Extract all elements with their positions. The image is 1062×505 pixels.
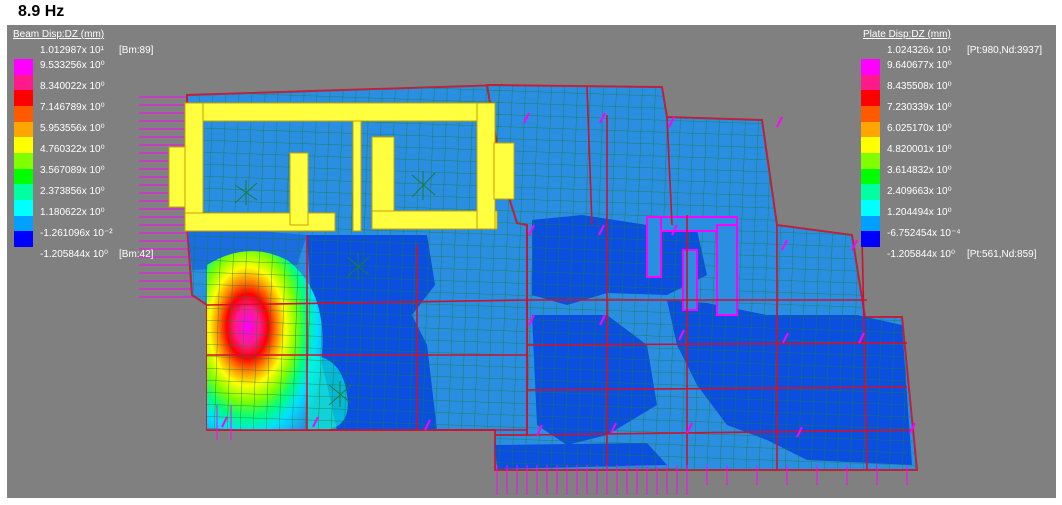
colorbar-swatch [861,184,880,200]
beam-legend-value-0: 1.012987x 10¹ [40,45,104,56]
colorbar-swatch [861,90,880,106]
beam-legend-value-4: 5.953556x 10⁰ [40,123,105,134]
plate-legend-value-7: 2.409663x 10⁰ [887,186,952,197]
plate-legend-value-10: -1.205844x 10⁰ [887,249,955,260]
plate-legend-value-3: 7.230339x 10⁰ [887,102,952,113]
colorbar-swatch [861,199,880,216]
colorbar-swatch [14,105,33,122]
structural-model-plot [139,83,919,495]
support-hatch-left [139,96,207,298]
beam-legend-value-10: -1.205844x 10⁰ [40,249,108,260]
colorbar-swatch [14,184,33,200]
plate-legend-value-9: -6.752454x 10⁻⁴ [887,228,961,239]
support-hatch-bottom [216,405,908,495]
beam-lines [206,86,913,471]
colorbar-swatch [14,168,33,185]
colorbar-swatch [861,105,880,122]
beam-legend-title: Beam Disp:DZ (mm) [13,29,105,40]
colorbar-swatch [14,199,33,216]
frequency-title: 8.9 Hz [18,3,65,20]
colorbar-swatch [14,215,33,232]
colorbar-swatch [861,168,880,185]
beam-legend-value-9: -1.261096x 10⁻² [40,228,113,239]
colorbar-swatch [14,231,33,247]
beam-legend-value-3: 7.146789x 10⁰ [40,102,105,113]
plate-legend-value-0: 1.024326x 10¹ [887,45,951,56]
plate-legend-min-note: [Pt:561,Nd:859] [967,249,1037,260]
beam-legend-value-5: 4.760322x 10⁰ [40,144,105,155]
plate-legend-colorbar [861,59,880,247]
plate-legend-value-1: 9.640677x 10⁰ [887,60,952,71]
colorbar-swatch [14,121,33,138]
beam-legend-value-1: 9.533256x 10⁰ [40,60,105,71]
colorbar-swatch [861,59,880,75]
colorbar-swatch [14,152,33,169]
colorbar-swatch [861,121,880,138]
colorbar-swatch [861,215,880,232]
beam-legend-value-6: 3.567089x 10⁰ [40,165,105,176]
beam-legend-value-2: 8.340022x 10⁰ [40,81,105,92]
beam-legend-colorbar [14,59,33,247]
beam-legend-min-note: [Bm:42] [119,249,154,260]
plate-legend-value-8: 1.204494x 10⁰ [887,207,952,218]
beam-legend-value-7: 2.373856x 10⁰ [40,186,105,197]
colorbar-swatch [14,59,33,75]
colorbar-swatch [14,74,33,91]
plate-legend-value-6: 3.614832x 10⁰ [887,165,952,176]
model-viewport[interactable]: Beam Disp:DZ (mm) 1.012987x 10¹ [Bm:89] … [7,25,1056,498]
beam-walls-yellow [168,102,515,232]
plate-legend-value-4: 6.025170x 10⁰ [887,123,952,134]
colorbar-swatch [861,74,880,91]
beam-legend-value-8: 1.180622x 10⁰ [40,207,105,218]
joint-markers [221,112,916,438]
plate-legend-title: Plate Disp:DZ (mm) [863,29,951,40]
beam-legend-max-note: [Bm:89] [119,45,154,56]
colorbar-swatch [861,137,880,153]
colorbar-swatch [14,90,33,106]
colorbar-swatch [14,137,33,153]
colorbar-swatch [861,152,880,169]
plate-legend-value-5: 4.820001x 10⁰ [887,144,952,155]
core-walls [646,216,738,316]
plate-legend-value-2: 8.435508x 10⁰ [887,81,952,92]
colorbar-swatch [861,231,880,247]
plate-legend-max-note: [Pt:980,Nd:3937] [967,45,1043,56]
column-markers [234,171,436,407]
